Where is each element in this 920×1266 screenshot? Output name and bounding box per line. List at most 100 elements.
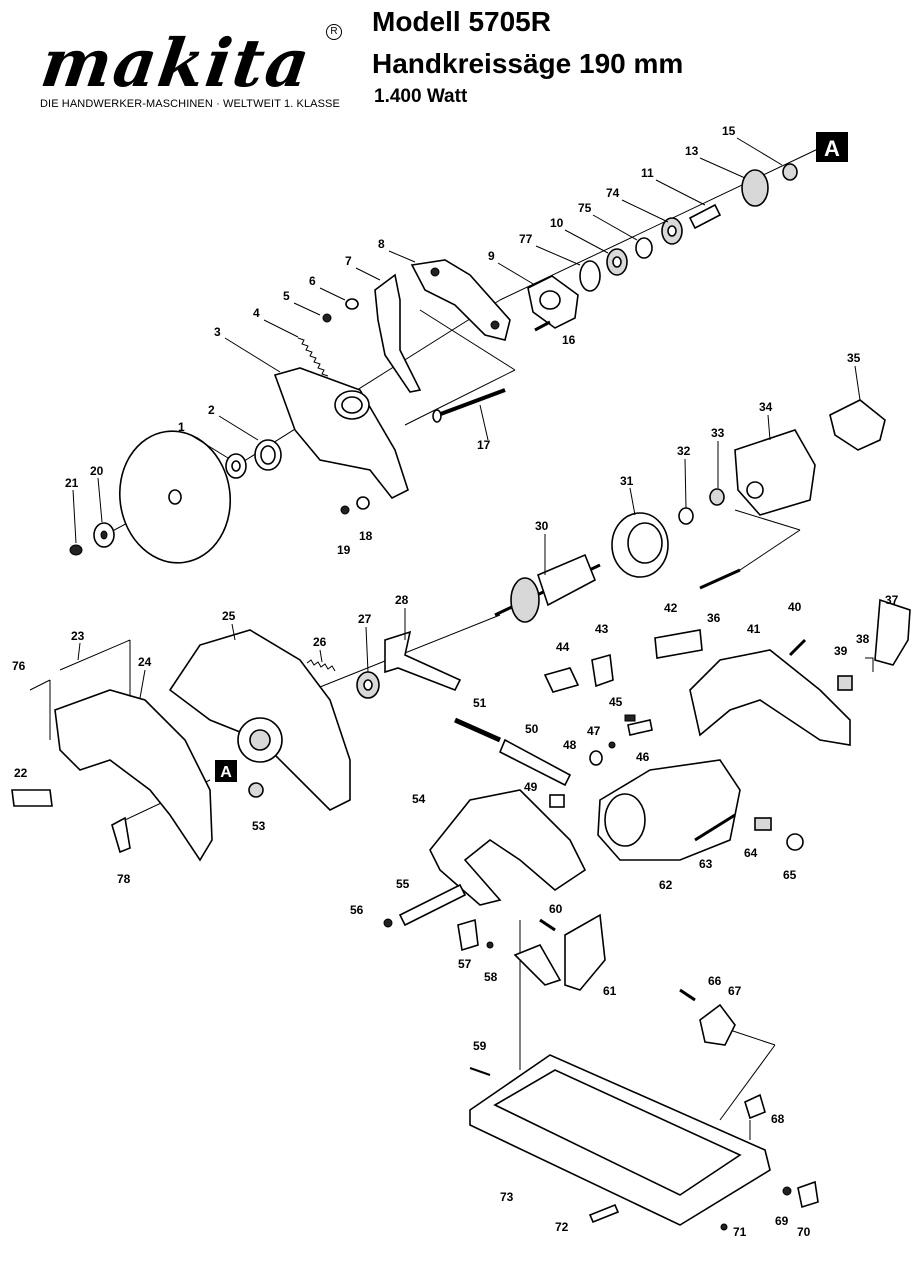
part-label-4: 4: [253, 306, 260, 320]
part-label-40: 40: [788, 600, 802, 614]
lower-blade-guard: [54, 689, 213, 862]
part-label-8: 8: [378, 237, 385, 251]
spring-26: [306, 659, 336, 672]
reference-marker-a-top: A: [816, 132, 848, 162]
small-screws-top: [322, 298, 359, 323]
power-rating: 1.400 Watt: [374, 86, 468, 107]
guard-plate: [410, 259, 511, 341]
part-label-19: 19: [337, 543, 351, 557]
part-label-74: 74: [606, 186, 620, 200]
part-label-18: 18: [359, 529, 373, 543]
bearing-27: [356, 671, 380, 699]
part-label-15: 15: [722, 124, 736, 138]
part-label-35: 35: [847, 351, 861, 365]
part-label-55: 55: [396, 877, 410, 891]
part-label-39: 39: [834, 644, 848, 658]
part-label-69: 69: [775, 1214, 789, 1228]
part-label-59: 59: [473, 1039, 487, 1053]
small-parts-38-39: [788, 638, 874, 691]
part-label-73: 73: [500, 1190, 514, 1204]
base-fittings: [469, 988, 819, 1231]
part-label-6: 6: [309, 274, 316, 288]
part-label-24: 24: [138, 655, 152, 669]
logo-tagline: DIE HANDWERKER-MASCHINEN · WELTWEIT 1. K…: [40, 98, 340, 110]
front-handle: [429, 789, 587, 906]
rods-50-51: [453, 717, 572, 787]
motor-housing-end: [734, 429, 816, 516]
part-label-75: 75: [578, 201, 592, 215]
part-label-67: 67: [728, 984, 742, 998]
part-label-16: 16: [562, 333, 576, 347]
base-plate: [469, 1054, 771, 1226]
part-label-76: 76: [12, 659, 26, 673]
part-label-61: 61: [603, 984, 617, 998]
part-label-46: 46: [636, 750, 650, 764]
part-label-72: 72: [555, 1220, 569, 1234]
part-label-62: 62: [659, 878, 673, 892]
part-label-17: 17: [477, 438, 491, 452]
part-label-36: 36: [707, 611, 721, 625]
rating-label: [654, 629, 703, 659]
part-label-66: 66: [708, 974, 722, 988]
part-number-labels: 15 13 11 74 75 10 77 9 8 7 6 5 4 16 3 17…: [12, 124, 899, 1239]
part-label-64: 64: [744, 846, 758, 860]
part-label-57: 57: [458, 957, 472, 971]
marker-a-label: A: [824, 136, 840, 161]
rear-handle: [689, 649, 851, 746]
screws-18-19: [340, 496, 370, 515]
part-label-33: 33: [711, 426, 725, 440]
blade-case: [168, 629, 351, 811]
guard-clip: [111, 816, 131, 854]
nut-53: [248, 782, 264, 798]
part-label-78: 78: [117, 872, 131, 886]
fan-baffle: [611, 512, 669, 578]
part-label-5: 5: [283, 289, 290, 303]
part-label-10: 10: [550, 216, 564, 230]
part-label-49: 49: [524, 780, 538, 794]
part-label-21: 21: [65, 476, 79, 490]
part-label-60: 60: [549, 902, 563, 916]
part-label-31: 31: [620, 474, 634, 488]
part-label-56: 56: [350, 903, 364, 917]
part-label-23: 23: [71, 629, 85, 643]
depth-guide-parts: [457, 913, 606, 991]
bolt-55-washer-56: [383, 883, 467, 928]
part-label-44: 44: [556, 640, 570, 654]
part-label-47: 47: [587, 724, 601, 738]
saw-blade: [118, 430, 232, 564]
part-label-3: 3: [214, 325, 221, 339]
model-title: Modell 5705R: [372, 6, 551, 37]
flange-washers: [69, 439, 282, 556]
part-label-30: 30: [535, 519, 549, 533]
part-label-65: 65: [783, 868, 797, 882]
makita-logo: makita R DIE HANDWERKER-MASCHINEN · WELT…: [37, 10, 350, 110]
label-leaders: [72, 137, 861, 699]
part-label-2: 2: [208, 403, 215, 417]
switch-trigger: [874, 598, 911, 666]
cord-clamp-parts: [549, 714, 653, 808]
part-label-20: 20: [90, 464, 104, 478]
motor-housing: [597, 759, 741, 861]
part-label-26: 26: [313, 635, 327, 649]
registered-mark-icon: R: [326, 24, 342, 40]
part-label-41: 41: [747, 622, 761, 636]
bearing-box: [527, 275, 579, 329]
part-label-58: 58: [484, 970, 498, 984]
part-label-48: 48: [563, 738, 577, 752]
part-label-38: 38: [856, 632, 870, 646]
part-label-63: 63: [699, 857, 713, 871]
warning-label: [11, 789, 53, 807]
part-label-45: 45: [609, 695, 623, 709]
lower-guard-lever: [374, 273, 422, 393]
bearings-spindle: [579, 163, 798, 292]
part-label-77: 77: [519, 232, 533, 246]
upper-blade-guard: [273, 367, 409, 500]
part-label-43: 43: [595, 622, 609, 636]
marker-a-cover-label: A: [220, 764, 232, 781]
brush-holder: [829, 399, 886, 451]
part-label-7: 7: [345, 254, 352, 268]
switch-bits-43-44: [543, 653, 614, 693]
screw-16: [534, 320, 551, 332]
part-label-42: 42: [664, 601, 678, 615]
